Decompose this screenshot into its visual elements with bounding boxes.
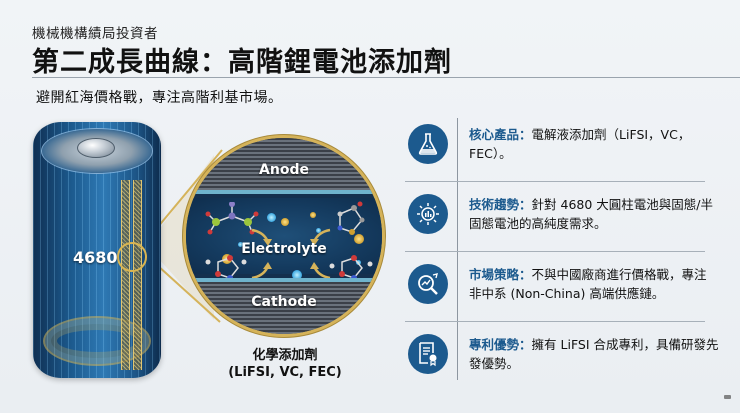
feature-patent-advantage: 專利優勢：擁有 LiFSI 合成專利，具備研發先發優勢。: [405, 322, 719, 392]
feature-desc: 電解液添加劑（LiFSI，VC，FEC）。: [469, 127, 691, 161]
feature-text: 核心產品：電解液添加劑（LiFSI，VC，FEC）。: [469, 125, 719, 163]
feature-key: 市場策略: [469, 267, 520, 282]
anode-layer: Anode: [186, 138, 382, 194]
additive-caption-title: 化學添加劑: [252, 348, 318, 363]
ion-particle: [310, 212, 316, 218]
additive-caption-list: (LiFSI, VC, FEC): [228, 365, 342, 380]
electrolyte-layer: [186, 198, 382, 281]
feature-text: 市場策略：不與中國廠商進行價格戰，專注非中系 (Non-China) 高端供應鏈…: [469, 265, 719, 303]
magnifier-trend-icon: [408, 264, 448, 304]
fec-molecule-icon: [205, 255, 247, 281]
feature-key: 專利優勢: [469, 337, 520, 352]
anode-label: Anode: [259, 162, 309, 178]
feature-colon: ：: [519, 267, 532, 282]
magnify-lens: [117, 242, 147, 272]
feature-desc: 針對 4680 大圓柱電池與固態/半固態電池的高純度需求。: [469, 197, 714, 231]
battery-terminal: [77, 138, 115, 158]
title-divider: [32, 77, 740, 78]
feature-key: 核心產品: [469, 127, 520, 142]
certificate-icon: [408, 334, 448, 374]
row-divider: [405, 321, 705, 322]
feature-tech-trend: 技術趨勢：針對 4680 大圓柱電池與固態/半固態電池的高純度需求。: [405, 182, 715, 252]
kicker: 機械機構績局投資者: [32, 26, 158, 42]
magnified-view: Anode: [183, 135, 385, 337]
subtitle: 避開紅海價格戰，專注高階利基市場。: [36, 90, 283, 106]
battery-illustration: 4680: [33, 122, 161, 378]
electrolyte-label-wrap: Electrolyte: [186, 238, 382, 257]
row-divider: [405, 251, 705, 252]
battery-top: [41, 128, 153, 174]
electrode-layer: [121, 180, 130, 370]
gear-chart-icon: [408, 194, 448, 234]
electrode-layer: [133, 180, 142, 370]
cathode-layer: Cathode: [186, 278, 382, 334]
feature-text: 技術趨勢：針對 4680 大圓柱電池與固態/半固態電池的高純度需求。: [469, 195, 719, 233]
electrolyte-label: Electrolyte: [241, 241, 327, 257]
ion-particle: [267, 213, 276, 222]
feature-core-product: 核心產品：電解液添加劑（LiFSI，VC，FEC）。: [405, 112, 715, 182]
flow-arrows-icon: [251, 228, 331, 280]
flask-icon: [408, 124, 448, 164]
feature-colon: ：: [519, 337, 532, 352]
panel-vertical-divider: [457, 118, 458, 380]
feature-desc: 不與中國廠商進行價格戰，專注非中系 (Non-China) 高端供應鏈。: [469, 267, 707, 301]
ion-particle: [292, 270, 302, 280]
battery-label: 4680: [73, 248, 118, 267]
ion-particle: [316, 228, 321, 233]
lifsi-molecule-icon: [205, 202, 259, 235]
fec-molecule-icon: [329, 255, 373, 281]
watermark-mark: [724, 395, 731, 399]
feature-text: 專利優勢：擁有 LiFSI 合成專利，具備研發先發優勢。: [469, 335, 719, 373]
feature-market-strategy: 市場策略：不與中國廠商進行價格戰，專注非中系 (Non-China) 高端供應鏈…: [405, 252, 715, 322]
row-divider: [405, 181, 705, 182]
vc-molecule-icon: [337, 201, 365, 235]
additive-caption: 化學添加劑 (LiFSI, VC, FEC): [222, 347, 348, 381]
ion-particle: [281, 218, 289, 226]
feature-colon: ：: [519, 197, 532, 212]
feature-desc: 擁有 LiFSI 合成專利，具備研發先發優勢。: [469, 337, 719, 371]
ion-particle: [354, 234, 364, 244]
battery-jellyroll: [43, 316, 151, 366]
feature-key: 技術趨勢: [469, 197, 520, 212]
page-title: 第二成長曲線：高階鋰電池添加劑: [32, 47, 452, 78]
ion-particle: [238, 242, 243, 247]
cathode-label: Cathode: [251, 294, 317, 310]
feature-colon: ：: [519, 127, 532, 142]
